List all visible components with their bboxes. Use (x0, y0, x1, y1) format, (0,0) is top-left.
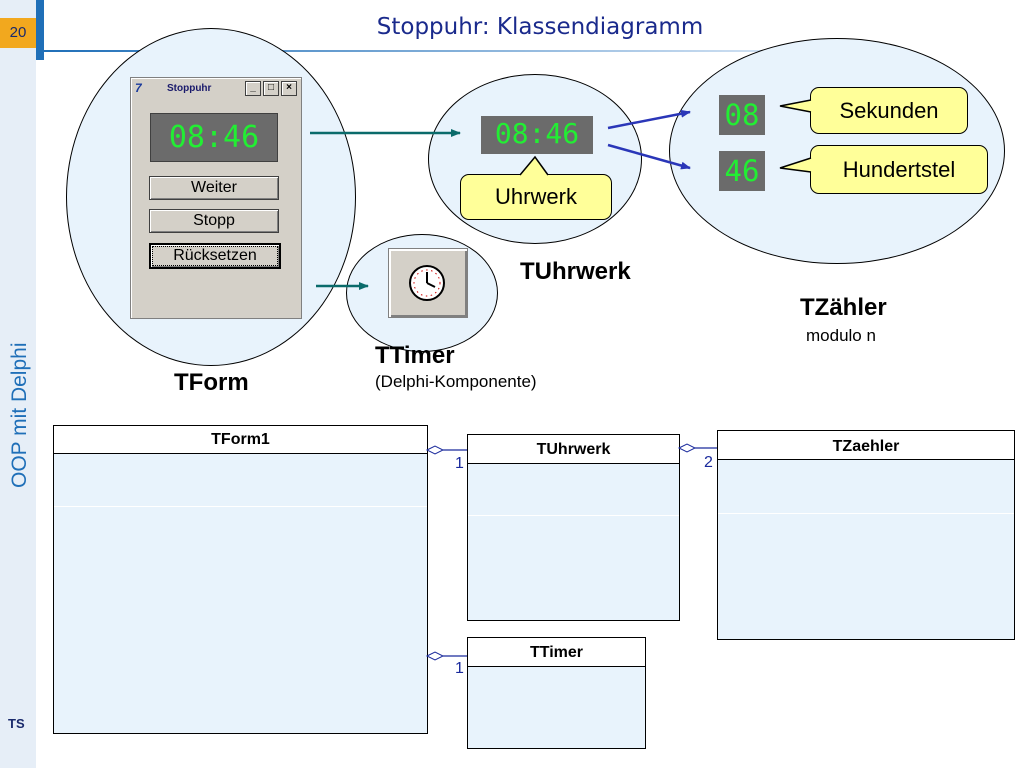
uhrwerk-time-display: 08:46 (481, 116, 593, 154)
aggregation-diamond (425, 445, 445, 455)
uml-class-name: TUhrwerk (468, 435, 679, 464)
slide-title: Stoppuhr: Klassendiagramm (376, 14, 704, 40)
hundredths-display: 46 (719, 151, 765, 191)
uml-class-tzaehler: TZaehler (717, 430, 1015, 640)
hundredths-callout: Hundertstel (810, 145, 988, 194)
ruecksetzen-button[interactable]: Rücksetzen (149, 243, 281, 269)
delphi-logo-icon: 7 (135, 81, 142, 95)
side-title: OOP mit Delphi (8, 343, 31, 489)
accent-bar (36, 0, 44, 60)
title-underline (44, 50, 764, 52)
uml-compartment-divider (54, 506, 427, 507)
uml-compartment-divider (718, 513, 1014, 514)
footer-initials: TS (8, 716, 25, 731)
uml-class-name: TForm1 (54, 426, 427, 454)
uhrwerk-callout: Uhrwerk (460, 174, 612, 220)
uml-compartment-divider (468, 515, 679, 516)
aggregation-diamond (677, 443, 697, 453)
uml-class-name: TTimer (468, 638, 645, 667)
aggregation-diamond (425, 651, 445, 661)
tuhrwerk-label: TUhrwerk (520, 258, 631, 285)
timer-component-icon (388, 248, 468, 318)
tform-label: TForm (174, 369, 249, 396)
page-number: 20 (0, 18, 36, 48)
minimize-button[interactable]: _ (245, 81, 261, 96)
seconds-callout: Sekunden (810, 87, 968, 134)
window-caption: Stoppuhr (167, 83, 212, 94)
slide-sidebar (0, 0, 36, 768)
clock-icon (409, 265, 445, 301)
stopp-button[interactable]: Stopp (149, 209, 279, 233)
tzaehler-label: TZähler (800, 294, 887, 321)
maximize-button[interactable]: □ (263, 81, 279, 96)
seconds-display: 08 (719, 95, 765, 135)
multiplicity-timer: 1 (455, 660, 464, 677)
close-button[interactable]: × (281, 81, 297, 96)
multiplicity-uhrwerk: 1 (455, 455, 464, 472)
side-title-text: OOP mit Delphi (8, 343, 31, 489)
uml-class-tform1: TForm1 (53, 425, 428, 734)
ttimer-sublabel: (Delphi-Komponente) (375, 372, 537, 391)
uml-class-tuhrwerk: TUhrwerk (467, 434, 680, 621)
multiplicity-zaehler: 2 (704, 454, 713, 471)
window-time-display: 08:46 (150, 113, 278, 162)
ttimer-label: TTimer (375, 342, 455, 369)
weiter-button[interactable]: Weiter (149, 176, 279, 200)
window-titlebar: 7 Stoppuhr _ □ × (133, 80, 299, 97)
uml-class-ttimer: TTimer (467, 637, 646, 749)
tzaehler-sublabel: modulo n (806, 326, 876, 345)
uml-class-name: TZaehler (718, 431, 1014, 460)
